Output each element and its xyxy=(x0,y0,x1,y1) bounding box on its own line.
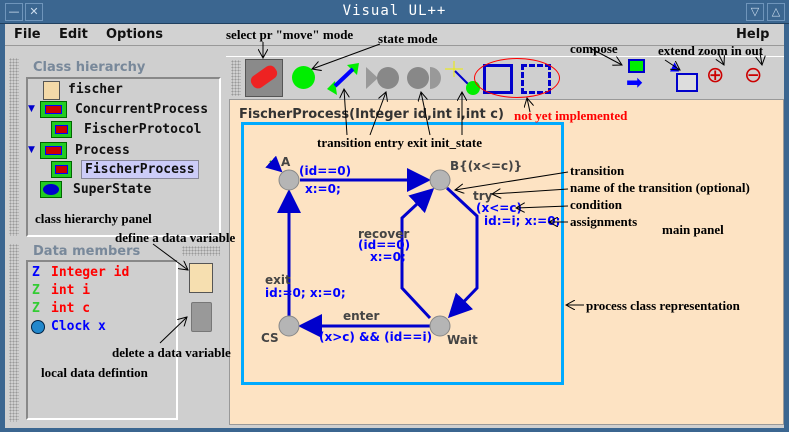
toolbar xyxy=(226,56,784,99)
clock-icon xyxy=(31,320,45,334)
state-tool-button[interactable] xyxy=(292,66,315,89)
annotation-compose: compose xyxy=(570,41,618,56)
int-icon: Z xyxy=(32,301,40,316)
data-members-list xyxy=(26,260,178,420)
class-icon xyxy=(51,121,72,138)
transition-wait-b[interactable] xyxy=(400,187,435,320)
integer-icon: Z xyxy=(32,265,40,280)
folder-icon xyxy=(40,142,67,159)
transition-tool-button[interactable] xyxy=(325,59,363,97)
annotation-main-panel: main panel xyxy=(662,222,724,237)
data-members-title: Data members xyxy=(33,244,141,259)
exit-label: exit xyxy=(265,273,291,287)
annotation-select: select pr "move" mode xyxy=(226,27,354,42)
select-tool-button[interactable] xyxy=(245,59,283,97)
exit-tool-button[interactable] xyxy=(404,59,442,97)
expand-icon[interactable]: ▼ xyxy=(28,145,35,155)
menu-help[interactable]: Help xyxy=(736,27,770,42)
init-arrow xyxy=(265,155,283,173)
try-label: try xyxy=(473,189,493,203)
assign: id:=i; x:=0; xyxy=(484,214,560,228)
window-title: Visual UL++ xyxy=(342,3,447,19)
recover-label: recover xyxy=(358,227,409,241)
state-a-label: A xyxy=(281,155,291,169)
not-implemented-highlight xyxy=(474,58,560,98)
toolbar-grip[interactable] xyxy=(231,60,241,96)
assign: id:=0; x:=0; xyxy=(265,286,346,300)
zoom-out-button[interactable]: ⊖ xyxy=(744,63,763,88)
file-gear-icon xyxy=(43,81,60,100)
tree-item-superstate[interactable]: SuperState xyxy=(73,182,152,197)
transition-b-wait[interactable] xyxy=(445,186,479,319)
annotation-define: define a data variable xyxy=(115,230,236,245)
zoom-in-button[interactable]: ⊕ xyxy=(706,63,725,88)
panel-grip[interactable] xyxy=(9,244,19,422)
tree-item-fischer[interactable]: fischer xyxy=(68,82,123,97)
menu-options[interactable]: Options xyxy=(106,27,163,42)
entry-tool-button[interactable] xyxy=(364,59,402,97)
annotation-hierarchy-panel: class hierarchy panel xyxy=(35,211,152,226)
process-header: FischerProcess(Integer id,int i,int c) xyxy=(239,107,504,122)
minimize-button[interactable]: ▽ xyxy=(746,3,764,21)
data-member-c[interactable]: int c xyxy=(51,301,91,316)
annotation-not-implemented: not yet implemented xyxy=(514,108,628,123)
class-icon xyxy=(51,161,72,178)
window-menu-button[interactable]: — xyxy=(5,3,23,21)
annotation-condition: condition xyxy=(570,197,623,212)
folder-icon xyxy=(40,101,67,118)
state-wait[interactable] xyxy=(429,315,451,337)
panel-grip[interactable] xyxy=(182,246,220,256)
annotation-tools: transition entry exit init_state xyxy=(317,135,483,150)
menu-bar xyxy=(5,24,784,46)
state-wait-label: Wait xyxy=(447,333,478,347)
data-member-x[interactable]: Clock x xyxy=(51,319,106,334)
state-b[interactable] xyxy=(429,169,451,191)
define-variable-button[interactable] xyxy=(189,263,213,293)
data-member-id[interactable]: Integer id xyxy=(51,265,130,280)
assign: x:=0; xyxy=(305,182,341,196)
annotation-leaders xyxy=(152,42,762,344)
annotation-assignments: assignments xyxy=(570,214,638,229)
close-button[interactable]: ✕ xyxy=(25,3,43,21)
process-class-box xyxy=(241,122,564,385)
tree-item-concurrentprocess[interactable]: ConcurrentProcess xyxy=(75,102,209,117)
tree-item-fischerprotocol[interactable]: FischerProtocol xyxy=(84,122,202,137)
menu-file[interactable]: File xyxy=(14,27,41,42)
guard: (x>c) && (id==i) xyxy=(319,330,432,344)
assign: x:=0; xyxy=(370,250,406,264)
annotation-transition: transition xyxy=(570,163,625,178)
annotation-process: process class representation xyxy=(586,298,740,313)
annotation-extend-zoom: extend zoom in out xyxy=(658,43,764,58)
superstate-icon xyxy=(40,181,62,198)
guard: (id==0) xyxy=(358,238,410,252)
title-bar xyxy=(0,0,789,24)
expand-icon[interactable]: ▼ xyxy=(28,104,35,114)
state-cs[interactable] xyxy=(278,315,300,337)
enter-label: enter xyxy=(343,309,380,323)
annotation-state: state mode xyxy=(378,31,438,46)
state-b-label: B{(x<=c)} xyxy=(450,159,522,173)
class-hierarchy-tree xyxy=(26,77,221,237)
data-member-i[interactable]: int i xyxy=(51,283,91,298)
int-icon: Z xyxy=(32,283,40,298)
annotation-name: name of the transition (optional) xyxy=(570,180,750,195)
class-hierarchy-title: Class hierarchy xyxy=(33,60,146,75)
guard: (x<=c) xyxy=(476,201,522,215)
state-a[interactable] xyxy=(278,169,300,191)
main-panel[interactable] xyxy=(229,99,784,425)
annotation-local: local data defintion xyxy=(41,365,148,380)
guard: (id==0) xyxy=(299,164,351,178)
panel-grip[interactable] xyxy=(9,58,19,236)
tree-item-process[interactable]: Process xyxy=(75,143,130,158)
tree-item-fischerprocess[interactable]: FischerProcess xyxy=(81,160,199,179)
menu-edit[interactable]: Edit xyxy=(59,27,88,42)
compose-button[interactable]: ➡ xyxy=(626,59,664,97)
annotation-delete: delete a data variable xyxy=(112,345,231,360)
state-cs-label: CS xyxy=(261,331,279,345)
maximize-button[interactable]: △ xyxy=(767,3,785,21)
trash-icon[interactable] xyxy=(191,302,212,332)
